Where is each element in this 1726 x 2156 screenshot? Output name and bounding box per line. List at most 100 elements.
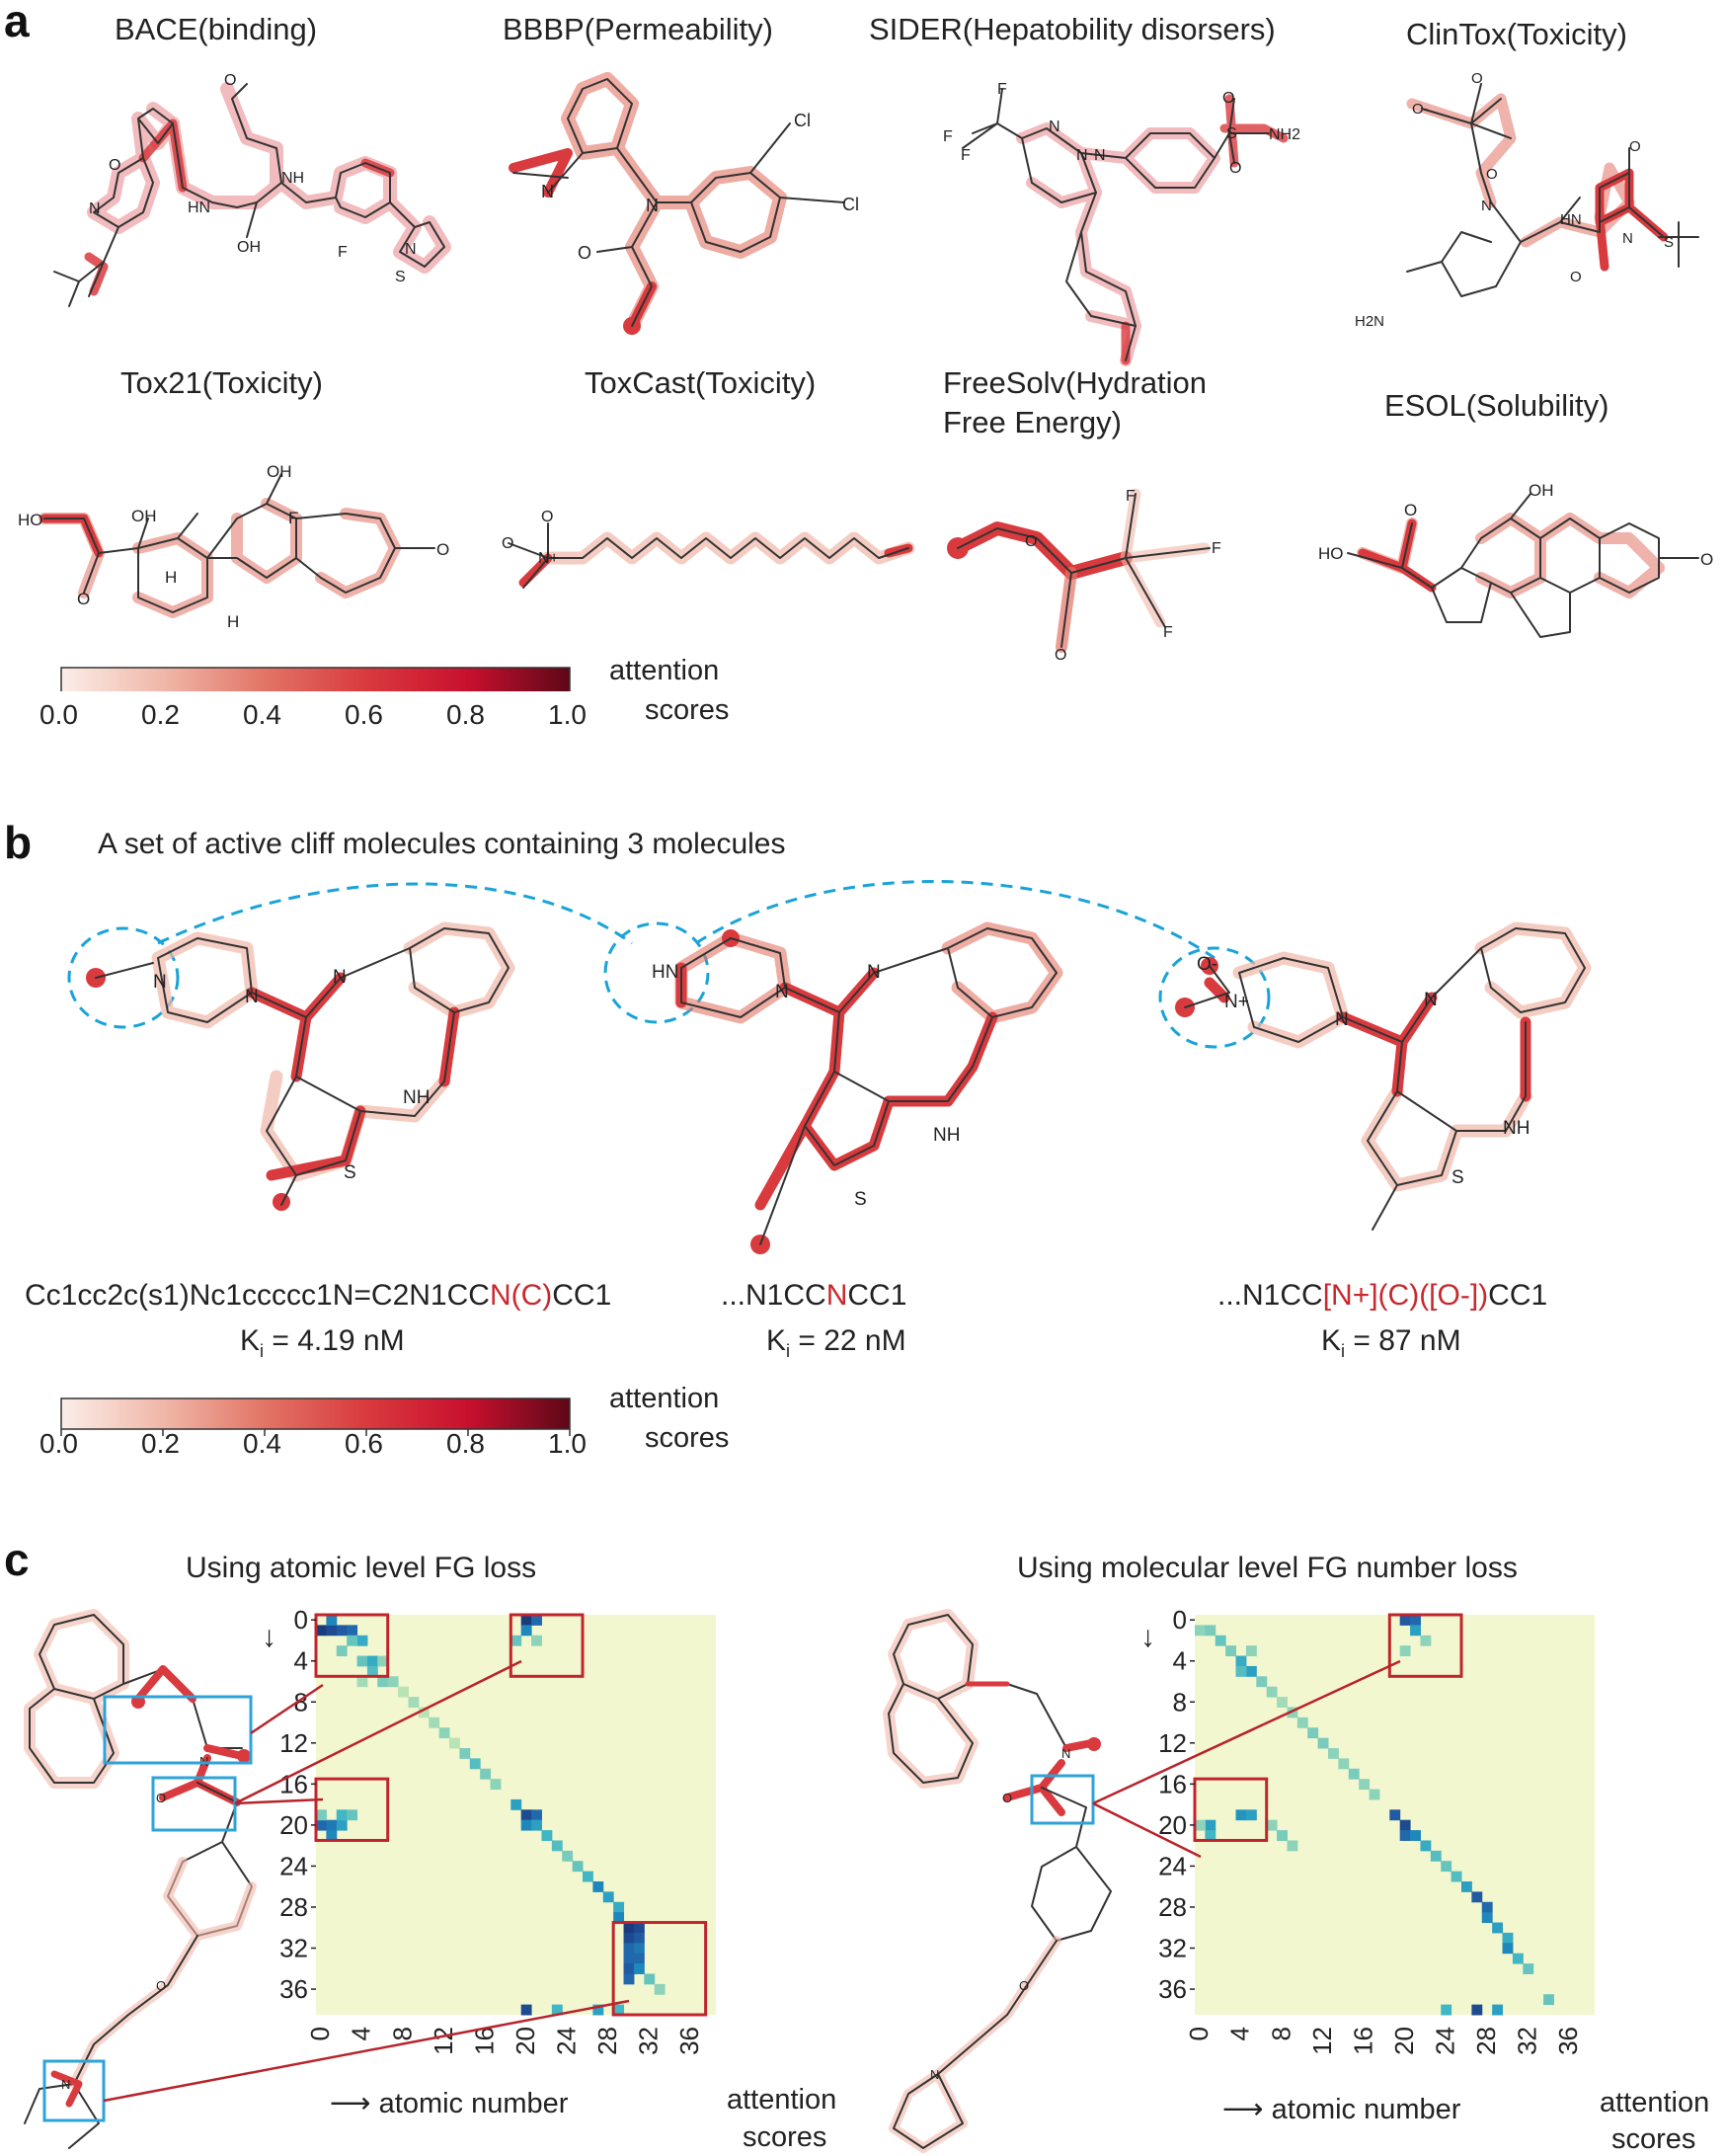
tox21-atom-oh1: OH [131, 507, 157, 525]
heatmap-1-cell [520, 1615, 532, 1626]
heatmap-1-xlabel: ⟶ atomic number [330, 2086, 568, 2120]
cbar-b-tick-2: 0.4 [243, 1428, 281, 1459]
heatmap-1-cell [531, 1809, 542, 1821]
ki-1-sub: i [260, 1341, 265, 1361]
molecule-sider: F F F N N N O S O NH2 [943, 81, 1300, 366]
heatmap-1-title: Using atomic level FG loss [186, 1552, 537, 1584]
heatmap-1-cell [326, 1819, 338, 1831]
heatmap-1-cell [633, 1963, 645, 1974]
mol-title-freesolv-l1: FreeSolv(Hydration [943, 365, 1208, 400]
heatmap-2-cell [1225, 1645, 1237, 1657]
heatmap-1-ytick: 36 [279, 1974, 308, 2004]
heatmap-2-cell [1451, 1871, 1462, 1882]
heatmap-1-cell [572, 1861, 584, 1873]
heatmap-2-cell [1245, 1645, 1257, 1657]
heatmap-2-cell [1492, 2004, 1504, 2016]
bace-atom-o2: O [224, 72, 236, 89]
sider-atom-f3: F [961, 147, 971, 164]
molecule-tox21: HO OH OH F H H O O [18, 462, 449, 631]
heatmap-1-cbar-label-l1: attention [727, 2084, 837, 2116]
heatmap-2-xtick: 36 [1553, 2027, 1583, 2055]
heatmap-1-cell [449, 1737, 460, 1749]
toxcast-atom-o1: O [502, 535, 513, 552]
heatmap-2-cell [1420, 1840, 1432, 1852]
cbar-b-tick-3: 0.6 [345, 1428, 383, 1459]
heatmap-1-down-arrow: ↓ [262, 1621, 276, 1653]
cbar-b-label-l2: scores [645, 1422, 730, 1454]
mol-title-toxcast: ToxCast(Toxicity) [585, 365, 817, 400]
bace-atom-n: N [89, 200, 101, 217]
heatmap-1-cell [347, 1625, 358, 1637]
tox21-atom-h2: H [227, 612, 239, 631]
ki-2-value: = 22 nM [790, 1324, 906, 1357]
heatmap-1-xtick: 4 [347, 2027, 376, 2040]
bace-atom-n2: N [405, 241, 417, 258]
c-right-atom-n: N [1061, 1746, 1070, 1761]
cbar-a-tick-4: 0.8 [446, 699, 485, 730]
clintox-atom-o5: O [1570, 269, 1582, 285]
heatmap-2-cell [1317, 1737, 1329, 1749]
c-right-atom-n2: N [930, 2067, 939, 2082]
heatmap-1-cell [623, 1932, 635, 1944]
heatmap-2-xtick: 12 [1307, 2027, 1337, 2055]
sider-atom-n1: N [1049, 119, 1060, 135]
heatmap-2-cell [1287, 1840, 1298, 1852]
heatmap-1-cell [602, 1891, 614, 1903]
c-right-atom-o2: O [1019, 1978, 1029, 1993]
heatmap-2-cell [1205, 1625, 1216, 1637]
heatmap-1-xtick: 32 [634, 2027, 664, 2055]
heatmap-2-cell [1235, 1809, 1247, 1821]
heatmap-1-highlight-box [314, 1613, 390, 1678]
tox21-atom-o2: O [436, 540, 449, 559]
cbar-a-tick-2: 0.4 [243, 699, 281, 730]
b2-atom-hn: HN [652, 962, 678, 983]
heatmap-1-cell [541, 1830, 553, 1841]
heatmap-2-xlabel-arrow: ⟶ [1222, 2094, 1272, 2125]
c-left-atom-o2: O [156, 1978, 166, 1993]
heatmap-2-cell [1266, 1686, 1278, 1698]
heatmap-1-cell [592, 1881, 604, 1892]
bace-atom-hn: HN [188, 200, 210, 216]
b2-atom-n1: N [775, 982, 789, 1002]
heatmap-2-cell [1205, 1819, 1216, 1831]
freesolv-atom-f3: F [1163, 624, 1173, 641]
smiles-2: ...N1CCNCC1 [721, 1279, 906, 1313]
heatmap-2-down-arrow: ↓ [1140, 1621, 1155, 1653]
b3-atom-s: S [1451, 1167, 1464, 1188]
panel-b-letter: b [4, 817, 33, 868]
heatmap-1-highlight-box [611, 1921, 708, 2017]
heatmap-1-cell [562, 1850, 574, 1862]
c-left-blue-box-3 [42, 2059, 106, 2122]
sider-atom-n2: N [1076, 147, 1088, 164]
heatmap-1-cell [623, 1922, 635, 1934]
heatmap-1-cell [336, 1625, 348, 1637]
heatmap-2-highlight-box [1387, 1613, 1463, 1678]
heatmap-1-cell [551, 1840, 563, 1852]
bace-atom-nh: NH [281, 170, 304, 187]
heatmap-2-cell [1277, 1830, 1288, 1841]
panel-c-right-molecule: N O O N [883, 1609, 1112, 2153]
heatmap-1-cell [377, 1655, 389, 1667]
b2-atom-s: S [854, 1189, 867, 1210]
heatmap-2-cell [1502, 1943, 1514, 1955]
heatmap-1-cell [356, 1655, 368, 1667]
molecule-bace: O N O NH HN OH F N S [53, 72, 451, 307]
heatmap-2-cell [1512, 1953, 1524, 1964]
ki-3-k: K [1321, 1324, 1342, 1357]
heatmap-2-xtick: 4 [1225, 2027, 1255, 2040]
heatmap-2-cell [1420, 1635, 1432, 1646]
heatmap-2-cell [1215, 1635, 1226, 1646]
sider-atom-n3: N [1094, 147, 1106, 164]
heatmap-1-ytick: 20 [279, 1810, 308, 1840]
smiles-3-suffix: CC1 [1488, 1279, 1548, 1312]
b3-atom-n1: N [1335, 1009, 1349, 1030]
heatmap-2-cell [1410, 1830, 1421, 1841]
toxcast-atom-n: N+ [538, 550, 559, 567]
heatmap-2-xtick: 28 [1471, 2027, 1501, 2055]
colorbar-b [60, 1397, 571, 1436]
molecule-clintox: O- O O N HN O N S H2N O [1355, 70, 1699, 330]
freesolv-atom-o2: O [1055, 647, 1066, 664]
heatmap-1-cell [387, 1676, 399, 1688]
smiles-1-highlight: N(C) [489, 1279, 553, 1312]
tox21-atom-f: F [288, 509, 298, 527]
